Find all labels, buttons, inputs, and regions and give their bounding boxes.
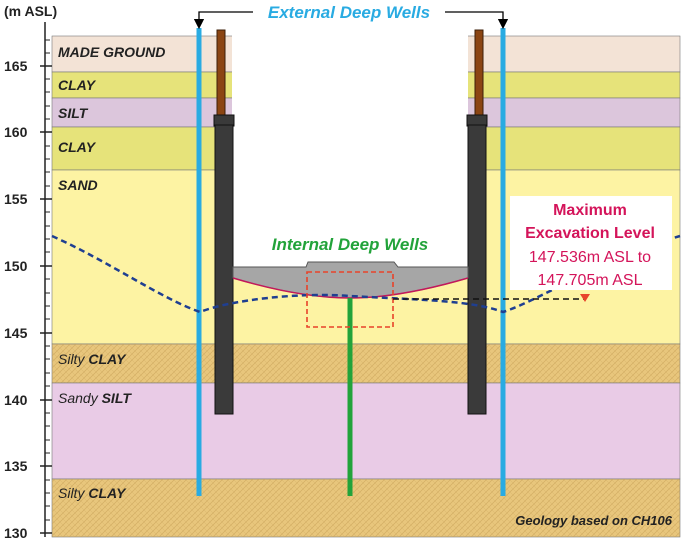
- external-wells-bracket-right: [445, 11, 509, 30]
- label-made-ground: MADE GROUND: [58, 44, 165, 60]
- max-excavation-arrowhead: [580, 294, 590, 302]
- tick-130: 130: [4, 525, 28, 541]
- pile-cap-left: [213, 114, 235, 127]
- max-excavation-title-2: Excavation Level: [525, 225, 655, 242]
- external-wells-label: External Deep Wells: [268, 3, 430, 22]
- king-post-left: [216, 29, 226, 117]
- max-excavation-value-1: 147.536m ASL to: [529, 249, 651, 266]
- tick-155: 155: [4, 191, 28, 207]
- sheet-pile-left: [214, 124, 234, 415]
- water-table-line: [51, 234, 681, 314]
- label-silt: SILT: [58, 105, 89, 121]
- label-clay-1: CLAY: [58, 77, 97, 93]
- soil-layers: [51, 35, 681, 538]
- external-wells-bracket: [193, 11, 253, 30]
- axis-unit-label: (m ASL): [4, 3, 57, 19]
- layer-silty-clay-1-hatch: [52, 344, 680, 383]
- vertical-axis: (m ASL) 165 160 155 150 145 140 135 130: [4, 3, 57, 541]
- label-clay-2: CLAY: [58, 139, 97, 155]
- max-excavation-value-2: 147.705m ASL: [538, 272, 643, 289]
- tick-150: 150: [4, 258, 28, 274]
- layer-labels: MADE GROUND CLAY SILT CLAY SAND Silty CL…: [58, 44, 165, 501]
- excavation-void: [232, 30, 468, 268]
- geology-note: Geology based on CH106: [515, 513, 673, 528]
- label-silty-clay-2: Silty CLAY: [58, 485, 127, 501]
- sheet-pile-right: [467, 124, 487, 415]
- internal-wells-label: Internal Deep Wells: [272, 235, 429, 254]
- king-post-right: [474, 29, 484, 117]
- label-sandy-silt: Sandy SILT: [58, 390, 132, 406]
- max-excavation-box: [510, 196, 672, 290]
- label-sand: SAND: [58, 177, 98, 193]
- pile-cap-right: [466, 114, 488, 127]
- max-excavation-title-1: Maximum: [553, 202, 627, 219]
- tick-140: 140: [4, 392, 28, 408]
- layer-sandy-silt: [51, 382, 681, 480]
- layer-silty-clay-2-hatch: [52, 479, 680, 537]
- tick-145: 145: [4, 325, 28, 341]
- tick-135: 135: [4, 458, 28, 474]
- tick-160: 160: [4, 124, 28, 140]
- tick-165: 165: [4, 58, 28, 74]
- label-silty-clay-1: Silty CLAY: [58, 351, 127, 367]
